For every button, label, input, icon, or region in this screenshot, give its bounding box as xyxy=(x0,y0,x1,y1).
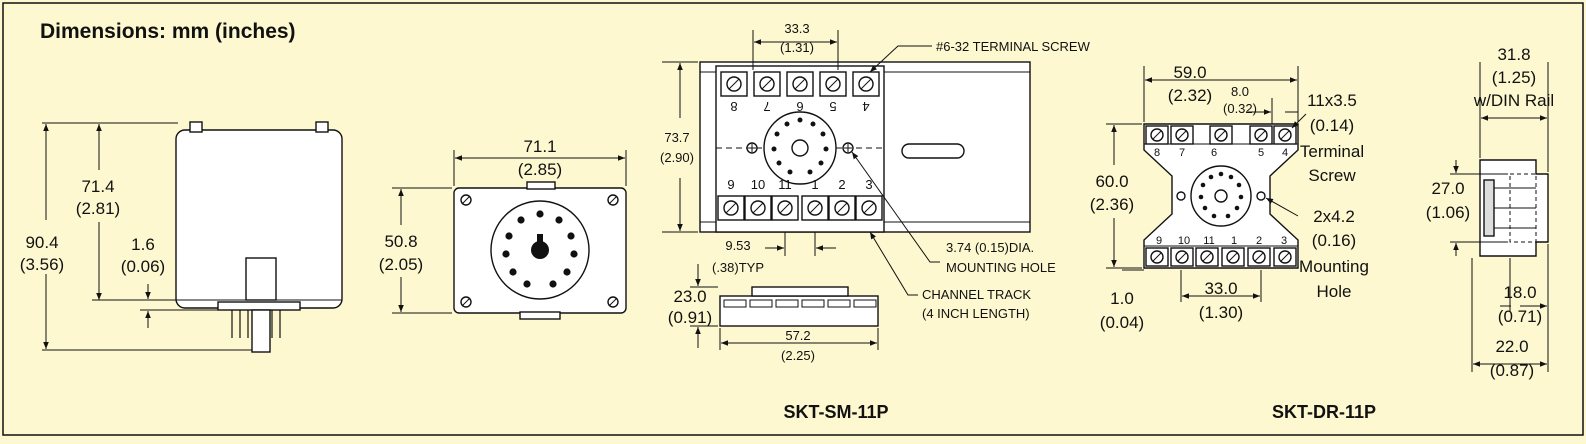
dr-dim-width: 59.0 xyxy=(1173,63,1206,82)
dr-terminal-8: 8 xyxy=(1154,147,1160,159)
skt-dr-label: SKT-DR-11P xyxy=(1272,402,1376,422)
dr-terminal-9: 9 xyxy=(1156,235,1162,247)
sm-terminal-6: 6 xyxy=(796,99,803,114)
screw-head-icon xyxy=(460,194,619,308)
dr-dim-width-in: (2.32) xyxy=(1168,86,1212,105)
din-dim-width: 31.8 xyxy=(1497,45,1530,64)
dr-terminal-4: 4 xyxy=(1282,147,1288,159)
dr-hole-label-1: Mounting xyxy=(1299,257,1369,276)
dr-terminal-2: 2 xyxy=(1256,235,1262,247)
terminal-screw-icon xyxy=(720,71,880,97)
dr-terminal-7: 7 xyxy=(1179,147,1185,159)
sm-terminal-4: 4 xyxy=(862,99,869,114)
skt-sm-socket: 8 7 6 5 4 9 10 11 1 2 3 33.3 (1.31) #6-3… xyxy=(660,21,1091,422)
dim-body-height-in: (2.81) xyxy=(76,199,120,218)
dr-terminal-3: 3 xyxy=(1281,235,1287,247)
dr-hole-size: 2x4.2 xyxy=(1313,207,1355,226)
dr-screw-label-1: Terminal xyxy=(1300,142,1364,161)
din-dim-rail-in: (1.06) xyxy=(1426,203,1470,222)
relay-side-view: 90.4 (3.56) 71.4 (2.81) 1.6 (0.06) xyxy=(20,121,343,353)
page-title: Dimensions: mm (inches) xyxy=(40,20,296,43)
sm-terminal-2: 2 xyxy=(838,177,845,192)
din-dim-rail: 27.0 xyxy=(1431,179,1464,198)
dr-dim-height-in: (2.36) xyxy=(1090,195,1134,214)
dr-hole-label-2: Hole xyxy=(1317,282,1352,301)
sm-terminal-9: 9 xyxy=(727,177,734,192)
sm-dim-pitch-in: (.38)TYP xyxy=(712,260,764,275)
din-dim-width-in: (1.25) xyxy=(1492,68,1536,87)
din-dim-depth1: 18.0 xyxy=(1503,283,1536,302)
dr-dim-gap-in: (0.04) xyxy=(1100,313,1144,332)
dim-bottom-width: 71.1 xyxy=(523,137,556,156)
dim-total-height-in: (3.56) xyxy=(20,255,64,274)
din-note: w/DIN Rail xyxy=(1473,91,1554,110)
sm-terminal-10: 10 xyxy=(751,177,765,192)
dim-bottom-height-in: (2.05) xyxy=(379,255,423,274)
sm-terminal-5: 5 xyxy=(829,99,836,114)
sm-dim-screw-spacing-in: (1.31) xyxy=(780,40,814,55)
sm-dim-length-in: (2.25) xyxy=(781,348,815,363)
sm-terminal-8: 8 xyxy=(730,99,737,114)
relay-bottom-view: 71.1 (2.85) 50.8 (2.05) xyxy=(379,137,627,320)
din-dim-depth1-in: (0.71) xyxy=(1498,307,1542,326)
dr-terminal-1: 1 xyxy=(1231,235,1237,247)
sm-terminal-1: 1 xyxy=(811,177,818,192)
dim-bottom-width-in: (2.85) xyxy=(518,160,562,179)
sm-dim-height-in: (2.90) xyxy=(660,150,694,165)
dr-terminal-10: 10 xyxy=(1178,235,1190,247)
dim-body-height: 71.4 xyxy=(81,177,114,196)
dr-screw-size: 11x3.5 xyxy=(1307,91,1357,110)
din-dim-depth2: 22.0 xyxy=(1495,337,1528,356)
skt-sm-label: SKT-SM-11P xyxy=(783,402,888,422)
dr-dim-spacing: 8.0 xyxy=(1231,84,1249,99)
dr-terminal-11: 11 xyxy=(1203,235,1214,247)
dim-gap-in: (0.06) xyxy=(121,257,165,276)
dim-bottom-height: 50.8 xyxy=(384,232,417,251)
sm-track-label: CHANNEL TRACK xyxy=(922,287,1031,302)
terminal-screw-icon xyxy=(1145,125,1297,267)
pin-socket-holes xyxy=(502,210,578,288)
terminal-screw-icon xyxy=(717,195,883,221)
dr-dim-hole-spacing-in: (1.30) xyxy=(1199,303,1243,322)
dr-screw-size-in: (0.14) xyxy=(1310,116,1354,135)
sm-terminal-screw-label: #6-32 TERMINAL SCREW xyxy=(936,39,1091,54)
skt-dr-socket: 8 7 6 5 4 9 10 11 1 2 3 59.0 (2.32) 8.0 … xyxy=(1090,63,1376,422)
din-rail-side-view: 31.8 (1.25) w/DIN Rail 27.0 (1.06) 18.0 … xyxy=(1426,45,1554,380)
sm-track-label-2: (4 INCH LENGTH) xyxy=(922,306,1030,321)
din-dim-depth2-in: (0.87) xyxy=(1490,361,1534,380)
sm-dim-side-height-in: (0.91) xyxy=(668,308,712,327)
dr-dim-hole-spacing: 33.0 xyxy=(1204,279,1237,298)
sm-terminal-3: 3 xyxy=(865,177,872,192)
sm-dim-length: 57.2 xyxy=(785,328,810,343)
dr-dim-height: 60.0 xyxy=(1095,172,1128,191)
sm-hole-label: 3.74 (0.15)DIA. xyxy=(946,240,1034,255)
dim-gap: 1.6 xyxy=(131,235,155,254)
sm-terminal-7: 7 xyxy=(763,99,770,114)
sm-terminal-11: 11 xyxy=(778,177,792,192)
dr-dim-spacing-in: (0.32) xyxy=(1223,101,1257,116)
sm-dim-screw-spacing: 33.3 xyxy=(784,21,809,36)
sm-hole-label-2: MOUNTING HOLE xyxy=(946,260,1056,275)
dr-dim-gap: 1.0 xyxy=(1110,289,1134,308)
sm-dim-height: 73.7 xyxy=(664,130,689,145)
dr-terminal-6: 6 xyxy=(1211,147,1217,159)
sm-dim-side-height: 23.0 xyxy=(673,287,706,306)
dr-screw-label-2: Screw xyxy=(1308,166,1356,185)
dr-hole-size-in: (0.16) xyxy=(1312,231,1356,250)
sm-dim-pitch: 9.53 xyxy=(725,238,750,253)
dim-total-height: 90.4 xyxy=(25,233,58,252)
dr-terminal-5: 5 xyxy=(1258,147,1264,159)
